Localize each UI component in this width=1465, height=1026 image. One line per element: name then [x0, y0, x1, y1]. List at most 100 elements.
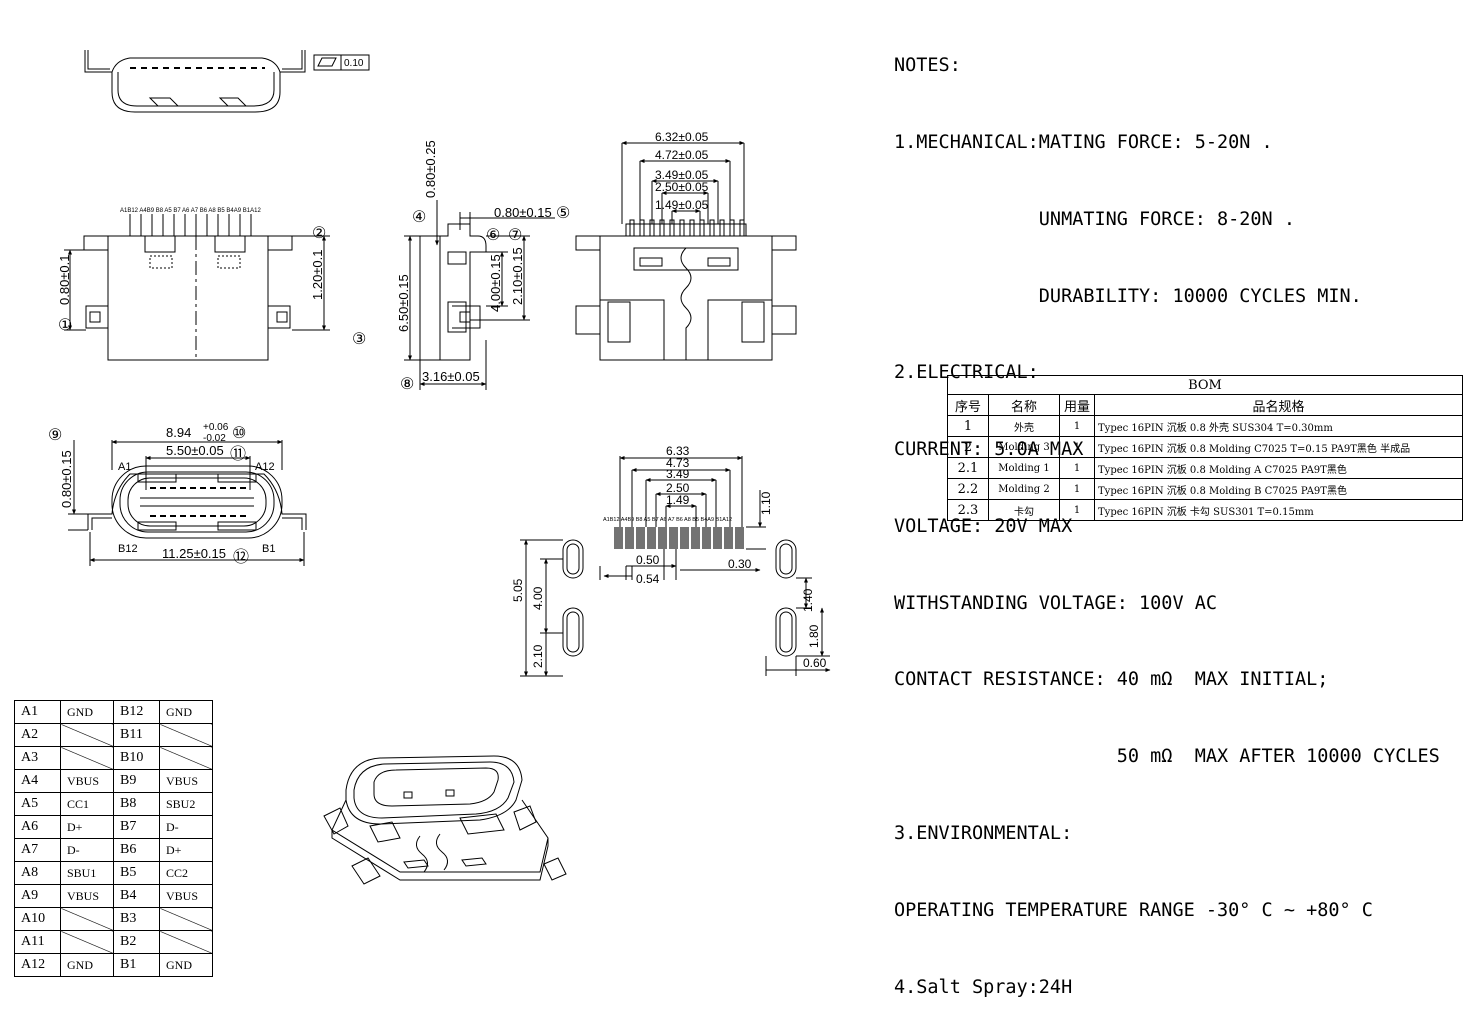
- pin-id: A1: [14, 700, 61, 724]
- notes-line: DURABILITY: 10000 CYCLES MIN.: [894, 285, 1362, 307]
- bom-title: BOM: [947, 375, 1463, 395]
- front-dims: 6.32±0.05 4.72±0.05 3.49±0.05 2.50±0.05 …: [621, 130, 745, 224]
- side-dim-400: 4.00±0.15: [488, 254, 503, 312]
- footprint-pad: [636, 527, 645, 549]
- footprint-pad: [669, 527, 678, 549]
- pin-id: A7: [14, 838, 61, 862]
- pin-id: B7: [113, 815, 160, 839]
- footprint-pad: [658, 527, 667, 549]
- pcb-footprint: A1B12 A4B9 B8 A5 B7 A6 A7 B6 A8 B5 B4A9 …: [511, 444, 831, 677]
- bom-row: 2.2 Molding 2 1 Typec 16PIN 沉板 0.8 Moldi…: [947, 478, 1463, 500]
- notes-line: NOTES:: [894, 55, 961, 77]
- top-view-pins: [129, 214, 252, 236]
- pin-id: A11: [14, 930, 61, 954]
- side-dim-080-vert: 0.80±0.25: [423, 140, 438, 198]
- footprint-pad: [625, 527, 634, 549]
- callout-4: ④: [412, 209, 426, 226]
- bom-header-name: 名称: [988, 394, 1060, 416]
- pin-id: A9: [14, 884, 61, 908]
- bom-table: BOM 序号 名称 用量 品名规格 1 外壳 1 Typec 16PIN 沉板 …: [947, 375, 1463, 521]
- notes-line: CONTACT RESISTANCE: 40 mΩ MAX INITIAL;: [894, 669, 1329, 691]
- front-pin-lead: [629, 219, 635, 237]
- front-dim-250: 2.50±0.05: [655, 180, 709, 194]
- pcb-pin-row-label: A1B12 A4B9 B8 A5 B7 A6 A7 B6 A8 B5 B4A9 …: [603, 517, 732, 523]
- footprint-pad: [724, 527, 733, 549]
- pcb-dim-505: 5.05: [511, 578, 525, 602]
- bom-no: 2.1: [947, 457, 989, 479]
- profile-view: 0.10: [84, 50, 370, 113]
- pcb-dim-349: 3.49: [666, 467, 690, 481]
- technical-drawing: 0.10 A1B12 A4B9 B8 A5 B7 A6 A7 B6 A8 B5 …: [48, 50, 831, 885]
- pcb-dim-633: 6.33: [666, 444, 690, 458]
- footprint-pad: [647, 527, 656, 549]
- pin-label-a1: A1: [118, 461, 131, 473]
- front-dim-632: 6.32±0.05: [655, 130, 709, 144]
- notes-line: 3.ENVIRONMENTAL:: [894, 823, 1073, 844]
- bom-no: 1: [947, 415, 989, 437]
- callout-7: ⑦: [508, 227, 522, 244]
- pin-id: A12: [14, 953, 61, 977]
- notes-line: VOLTAGE: 20V MAX: [894, 515, 1073, 537]
- pin-id: B9: [113, 769, 160, 793]
- pin-signal: [159, 723, 213, 747]
- pin-label-a12: A12: [255, 461, 275, 473]
- front-pin-lead: [679, 219, 685, 237]
- side-dim-210: 2.10±0.15: [510, 247, 525, 305]
- bom-spec: Typec 16PIN 沉板 0.8 Molding B C7025 PA9T黑…: [1094, 478, 1463, 500]
- pin-signal: D+: [159, 838, 213, 862]
- pin-signal: SBU2: [159, 792, 213, 816]
- pin-signal: D-: [159, 815, 213, 839]
- notes-line: 4.Salt Spray:24H: [894, 976, 1073, 998]
- end-view: 8.94 +0.06 -0.02 5.50±0.05 11.25±0.15 0.…: [48, 422, 307, 566]
- flatness-value: 0.10: [344, 58, 364, 69]
- pin-id: B10: [113, 746, 160, 770]
- footprint-pad: [691, 527, 700, 549]
- footprint-pad: [680, 527, 689, 549]
- pcb-dim-400: 4.00: [531, 586, 545, 610]
- pin-signal: VBUS: [159, 769, 213, 793]
- notes-line: WITHSTANDING VOLTAGE: 100V AC: [894, 592, 1218, 614]
- footprint-pad: [713, 527, 722, 549]
- bom-no: 2.3: [947, 499, 989, 521]
- callout-9: ⑨: [48, 427, 62, 444]
- front-dim-149: 1.49±0.05: [655, 198, 709, 212]
- footprint-pad: [614, 527, 623, 549]
- pin-id: B5: [113, 861, 160, 885]
- pcb-dim-050: 0.50: [636, 553, 660, 567]
- notes-line: 50 mΩ MAX AFTER 10000 CYCLES: [894, 746, 1440, 768]
- bom-no: 2.2: [947, 478, 989, 500]
- pin-id: A5: [14, 792, 61, 816]
- pcb-dim-060: 0.60: [803, 656, 827, 670]
- pin-signal: VBUS: [159, 884, 213, 908]
- pin-signal: GND: [159, 953, 213, 977]
- pin-signal: [60, 907, 114, 931]
- front-pin-lead: [709, 219, 715, 237]
- pin-id: B1: [113, 953, 160, 977]
- callout-6: ⑥: [486, 227, 500, 244]
- pin-signal: [60, 930, 114, 954]
- pin-id: B2: [113, 930, 160, 954]
- top-dim-080: 0.80±0.1: [57, 254, 72, 305]
- callout-10: ⑩: [232, 425, 246, 442]
- side-dim-650: 6.50±0.15: [396, 274, 411, 332]
- footprint-pad: [735, 527, 744, 549]
- callout-3: ③: [352, 331, 366, 348]
- pin-label-b12: B12: [118, 543, 138, 555]
- pin-signal: D+: [60, 815, 114, 839]
- front-dim-472: 4.72±0.05: [655, 148, 709, 162]
- footprint-pads: [614, 527, 744, 549]
- pcb-dim-473: 4.73: [666, 456, 690, 470]
- bom-header-no: 序号: [947, 394, 989, 416]
- end-dim-894: 8.94: [166, 425, 191, 440]
- pin-id: B6: [113, 838, 160, 862]
- bom-name: 外壳: [988, 415, 1060, 437]
- bom-name: 卡勾: [988, 499, 1060, 521]
- bom-qty: 1: [1059, 478, 1095, 500]
